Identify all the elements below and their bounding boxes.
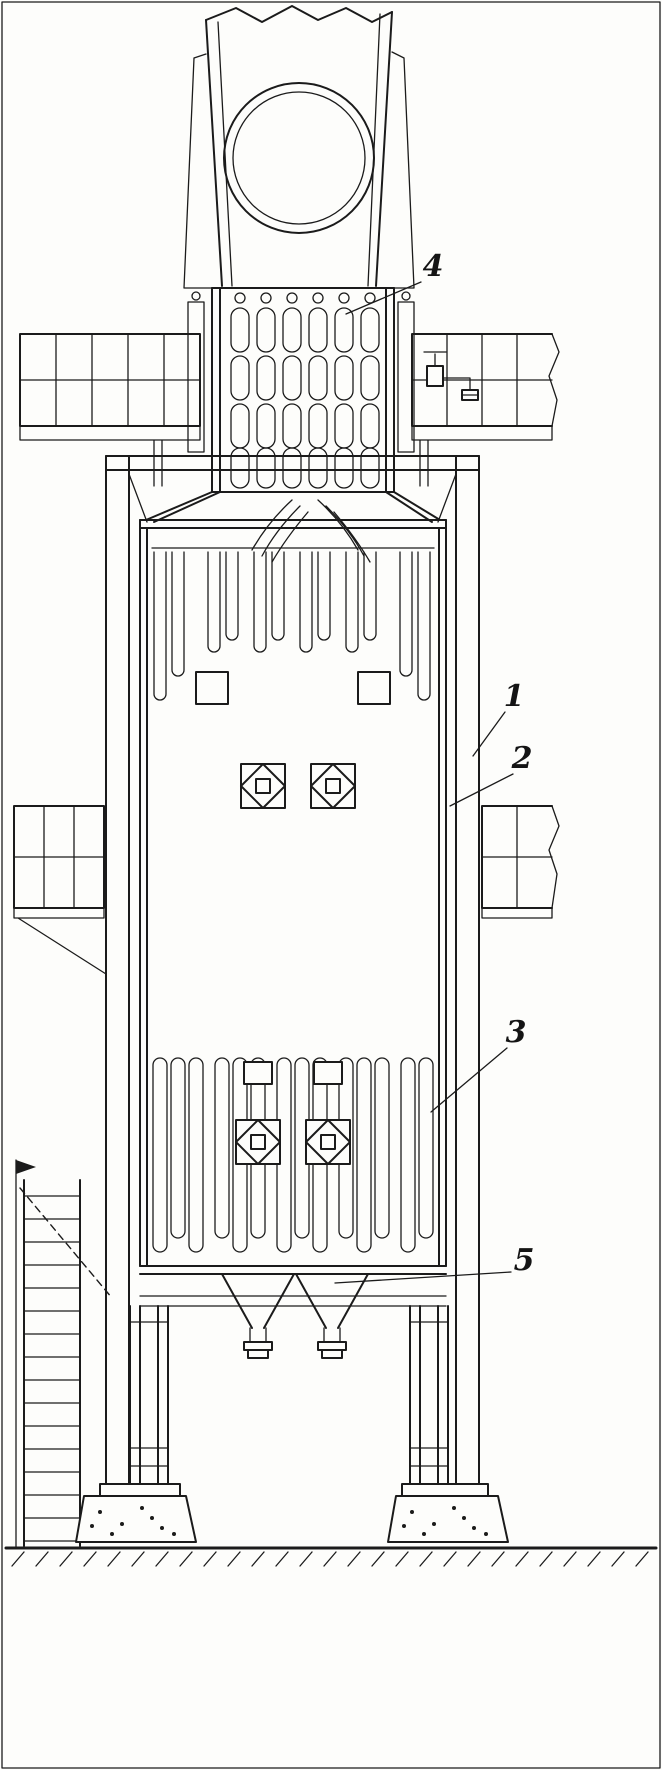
ground <box>4 1546 658 1567</box>
callout-2: 2 <box>449 741 533 807</box>
upper-hanging-tubes <box>151 499 435 701</box>
foundation-pads <box>75 1495 509 1543</box>
callout-5-label: 5 <box>514 1243 535 1278</box>
callout-5: 5 <box>334 1243 535 1284</box>
shell-fittings <box>195 671 391 809</box>
lower-tube-bank <box>152 1057 434 1253</box>
inspection-port-low-right <box>305 1119 351 1165</box>
guy-line <box>19 1187 113 1299</box>
callout-4: 4 <box>345 249 444 315</box>
inspection-port-low-left <box>235 1119 281 1165</box>
mid-right-platform <box>481 805 560 919</box>
callout-4-label: 4 <box>423 249 444 284</box>
inspection-port-mid-left <box>240 763 286 809</box>
callout-1: 1 <box>472 679 525 757</box>
access-ladder <box>15 1159 113 1549</box>
mid-left-platform <box>13 805 107 975</box>
support-columns <box>105 455 480 1489</box>
access-square-right <box>357 671 391 705</box>
superheater-coil-bank <box>187 287 415 493</box>
access-square-left <box>195 671 229 705</box>
upper-service-platforms <box>19 333 560 487</box>
valve-assembly <box>423 351 479 401</box>
callout-1-label: 1 <box>504 679 525 714</box>
callouts: 4 1 2 3 5 <box>334 249 535 1284</box>
support-legs <box>99 1305 489 1497</box>
mid-service-platforms <box>13 805 560 975</box>
flue-gas-stack <box>183 5 415 289</box>
callout-3-label: 3 <box>506 1015 527 1050</box>
manhole-circle <box>223 82 375 234</box>
upper-left-platform <box>19 333 201 487</box>
flag-marker <box>16 1160 36 1174</box>
callout-3: 3 <box>430 1015 527 1113</box>
upper-right-platform <box>411 333 560 487</box>
inspection-port-mid-right <box>310 763 356 809</box>
callout-2-label: 2 <box>511 741 533 776</box>
ash-hoppers <box>139 1273 447 1359</box>
